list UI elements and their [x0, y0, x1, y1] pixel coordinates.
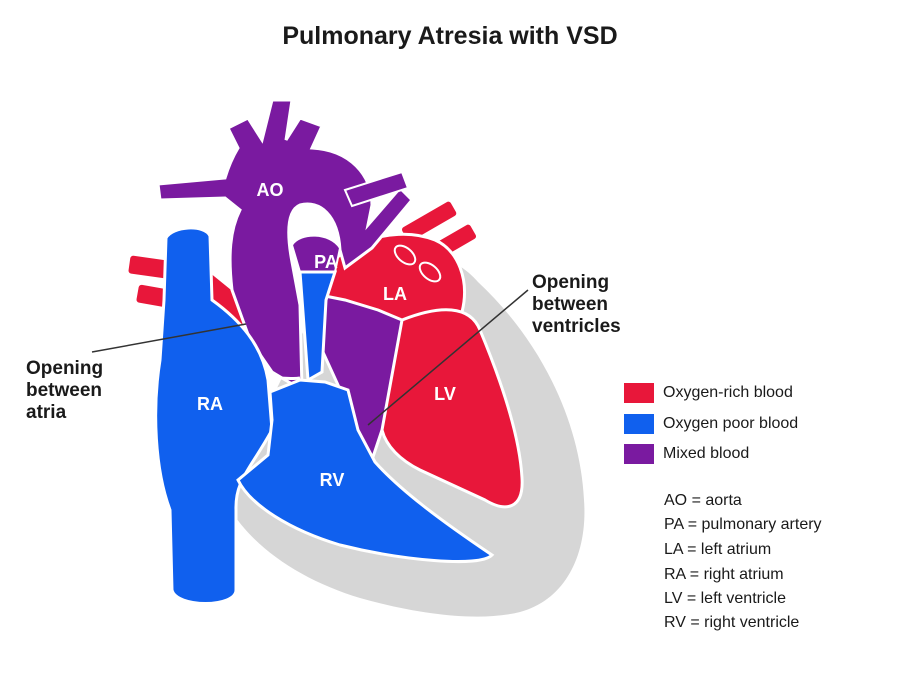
label-lv: LV: [434, 384, 456, 404]
aortic-branch-right: [343, 170, 410, 208]
abbreviation-la: LA = left atrium: [664, 541, 772, 558]
pulmonary-vein-opening-2: [418, 261, 442, 283]
callout-ventricles-line-1: Opening: [532, 272, 610, 293]
callout-atria-line-3: atria: [26, 402, 67, 423]
callout-opening-between-ventricles: Opening between ventricles: [532, 272, 662, 338]
legend-swatch-mixed: [624, 444, 654, 464]
label-la: LA: [383, 284, 407, 304]
legend-swatch-oxygen-rich: [624, 383, 654, 403]
right-ventricle-shape: [236, 378, 495, 563]
abbreviation-rv: RV = right ventricle: [664, 614, 800, 631]
diagram-title: Pulmonary Atresia with VSD: [282, 22, 618, 50]
legend-label-oxygen-poor: Oxygen poor blood: [663, 415, 799, 432]
legend-swatch-oxygen-poor: [624, 414, 654, 434]
abbreviation-ao: AO = aorta: [664, 492, 742, 509]
legend-label-oxygen-rich: Oxygen-rich blood: [663, 384, 793, 401]
callout-atria-line-2: between: [26, 380, 103, 401]
pulmonary-trunk-blue: [298, 270, 338, 383]
label-pa: PA: [314, 252, 338, 272]
label-ao: AO: [257, 180, 284, 200]
pulmonary-vein-opening-1: [393, 244, 417, 266]
legend-item-oxygen-rich: Oxygen-rich blood: [624, 382, 793, 404]
label-rv: RV: [320, 470, 345, 490]
callout-line-ventricles: [367, 289, 529, 426]
tricuspid-line: [269, 376, 301, 382]
legend-item-oxygen-poor: Oxygen poor blood: [624, 413, 798, 435]
legend-item-mixed: Mixed blood: [624, 443, 749, 465]
left-ventricle-shape: [370, 308, 524, 509]
abbreviation-pa: PA = pulmonary artery: [664, 516, 822, 533]
vena-cava-right-atrium: [154, 226, 274, 605]
pulmonary-artery-shape: [290, 234, 342, 273]
callout-line-atria: [91, 323, 247, 353]
abbreviation-ra: RA = right atrium: [664, 566, 784, 583]
label-ra: RA: [197, 394, 223, 414]
aorta-shape: [156, 98, 415, 393]
callout-ventricles-line-3: ventricles: [532, 316, 621, 337]
callout-opening-between-atria: Opening between atria: [26, 358, 156, 424]
callout-atria-line-1: Opening: [26, 358, 104, 379]
abbreviation-lv: LV = left ventricle: [664, 590, 786, 607]
legend-label-mixed: Mixed blood: [663, 445, 750, 462]
callout-ventricles-line-2: between: [532, 294, 609, 315]
